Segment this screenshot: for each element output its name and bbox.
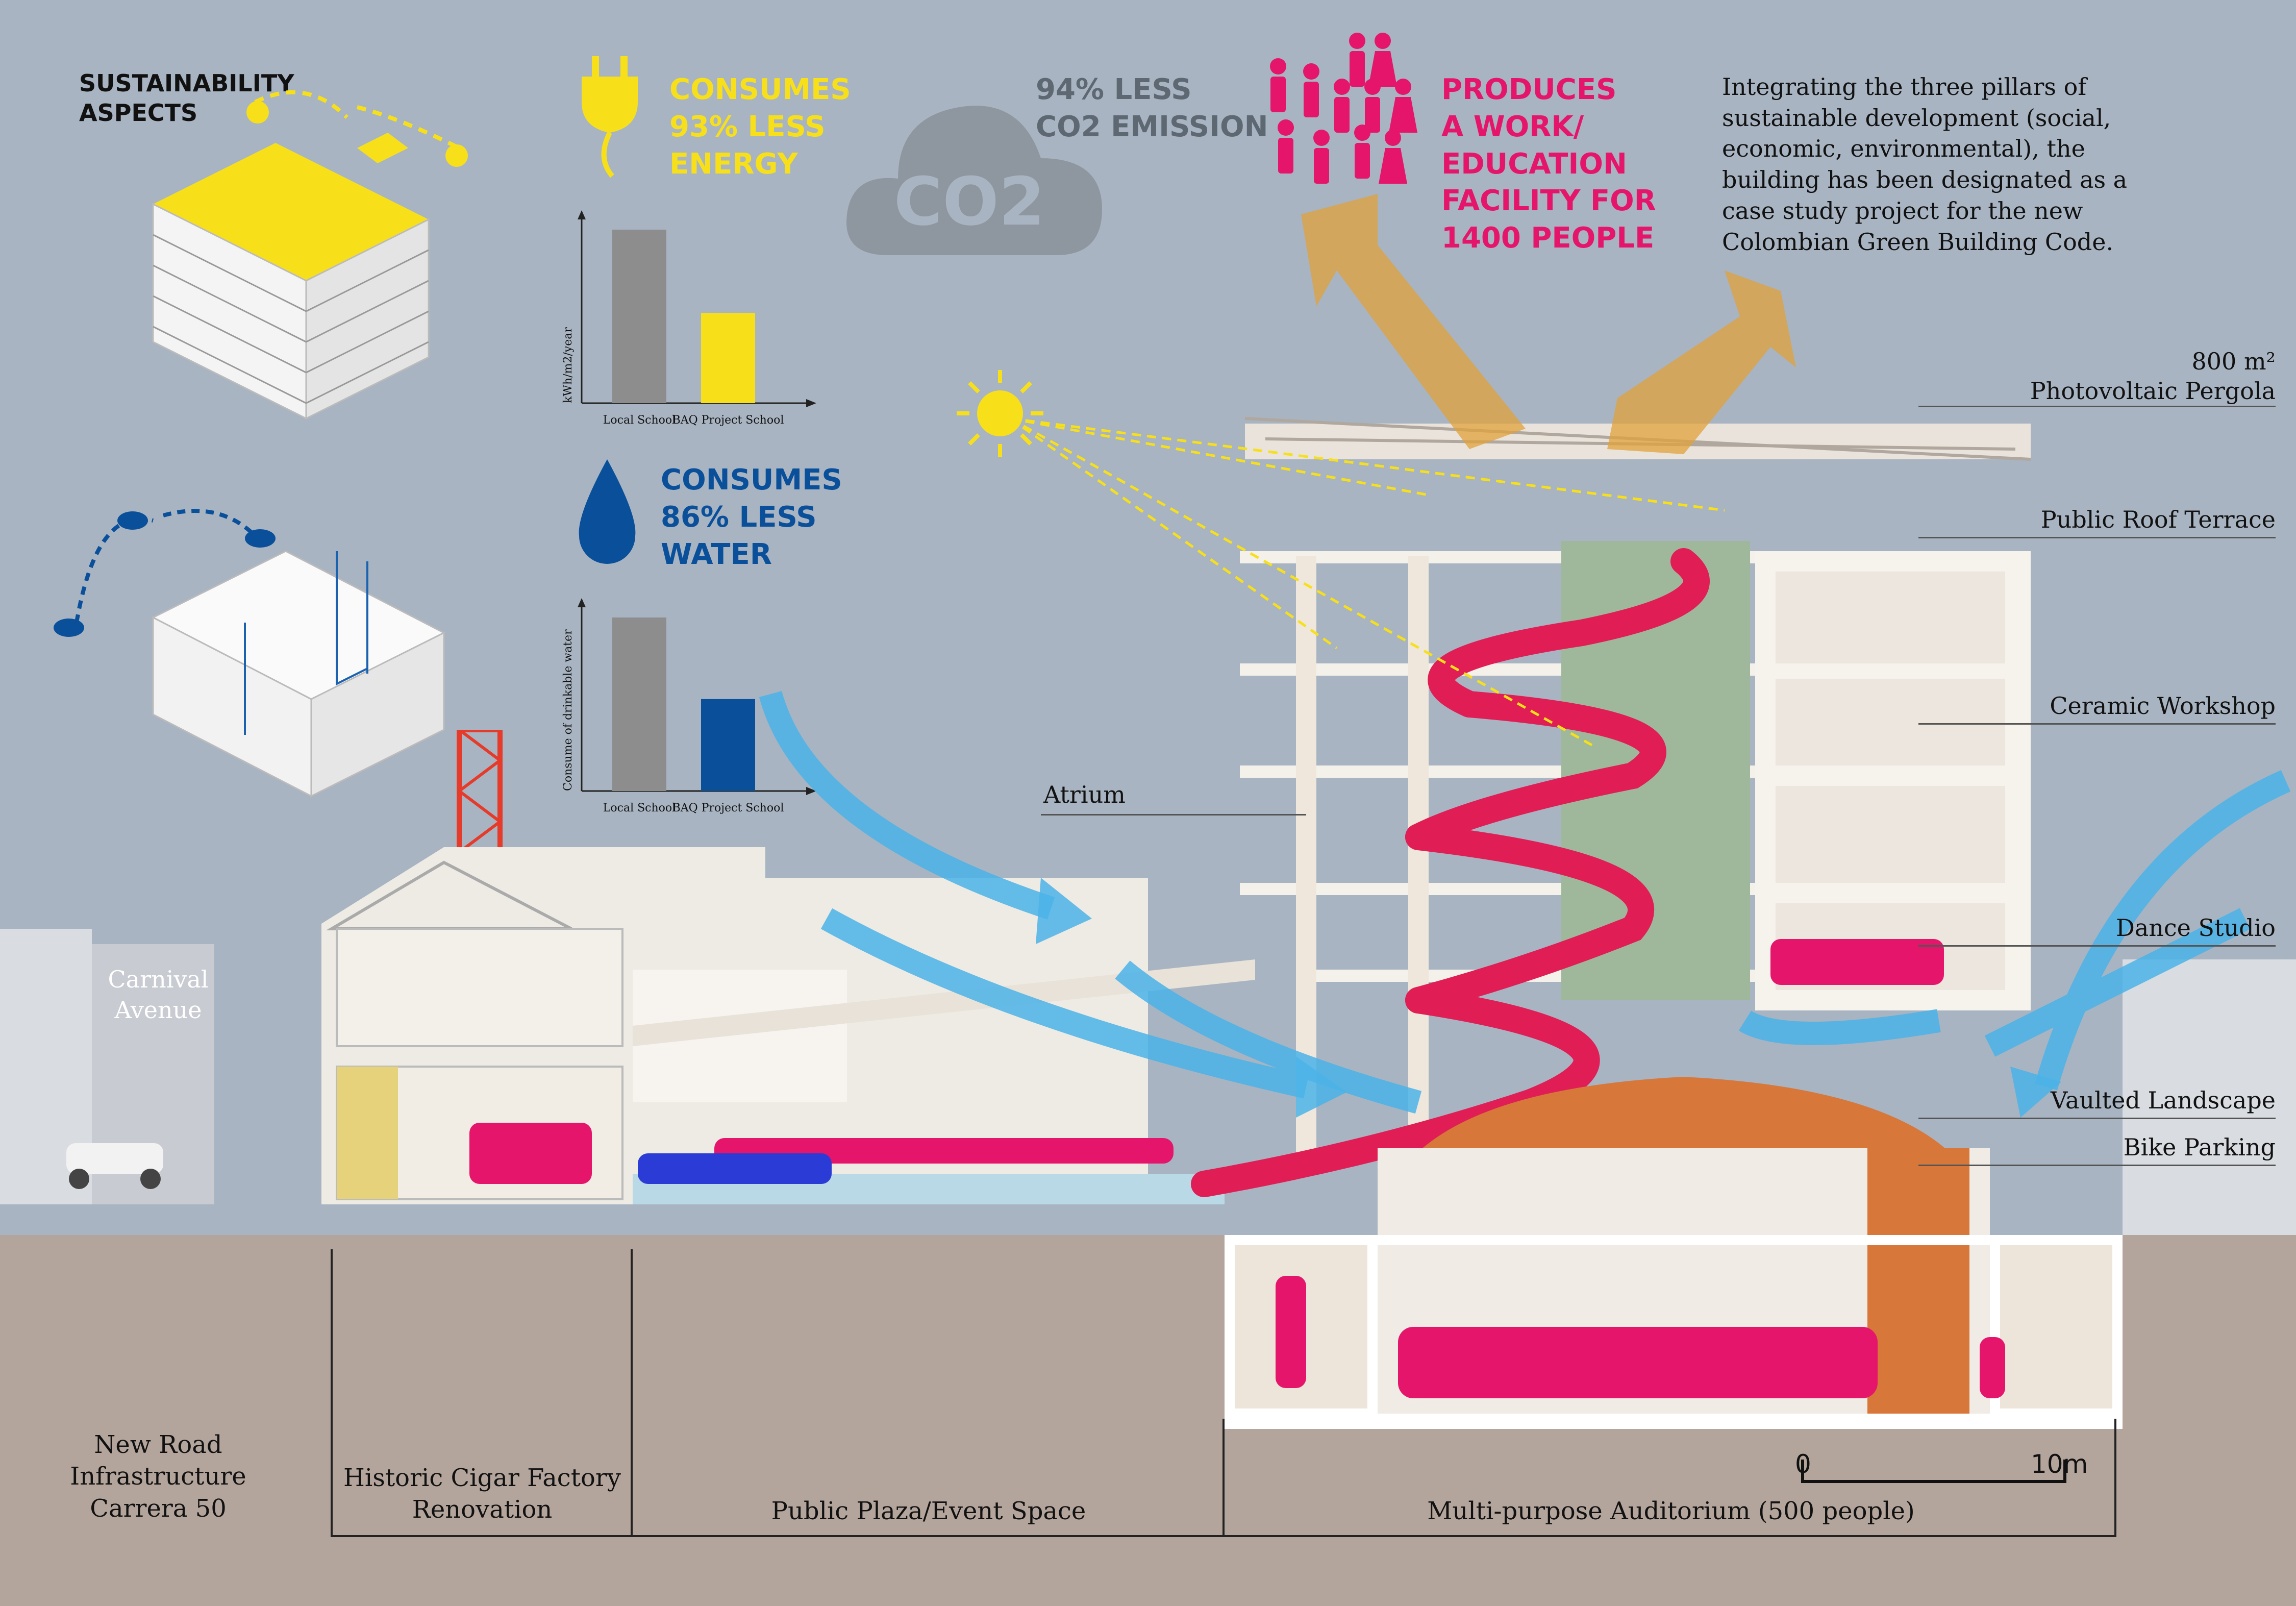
label-dance: Dance Studio — [2115, 914, 2276, 942]
social-headline: PRODUCES A WORK/ EDUCATION FACILITY FOR … — [1441, 73, 1656, 255]
bracket-divider-2 — [631, 1249, 633, 1537]
label-roof-terrace-line — [1918, 537, 2276, 538]
co2-cloud-icon: CO2 — [846, 106, 1102, 255]
bracket-divider-4 — [2114, 1419, 2116, 1537]
energy-bar-1 — [612, 230, 666, 403]
label-dance-line — [1918, 945, 2276, 947]
water-bar-1 — [612, 617, 666, 791]
label-ceramic: Ceramic Workshop — [2050, 692, 2276, 720]
scale-tick-start — [1801, 1460, 1804, 1483]
water-headline: CONSUMES 86% LESS WATER — [661, 463, 842, 571]
sun-icon — [957, 370, 1043, 457]
label-vaulted-line — [1918, 1118, 2276, 1119]
emission-headline: 94% LESS CO2 EMISSION — [1036, 73, 1268, 143]
energy-y-axis-label: kWh/m2/year — [562, 327, 575, 403]
intro-text: Integrating the three pillars of sustain… — [1722, 73, 2128, 256]
label-ceramic-line — [1918, 723, 2276, 725]
water-bar-2 — [701, 699, 755, 791]
energy-bar-chart: kWh/m2/year Local School BAQ Project Sch… — [562, 210, 816, 427]
water-y-axis-label: Consume of drinkable water — [562, 629, 575, 791]
label-vaulted: Vaulted Landscape — [2050, 1086, 2276, 1114]
bracket-divider-3 — [1222, 1419, 1225, 1537]
label-bike: Bike Parking — [2123, 1133, 2276, 1161]
scale-end: 10m — [2031, 1449, 2088, 1479]
label-pergola-line — [1918, 406, 2276, 407]
label-carnival: Carnival Avenue — [108, 966, 209, 1024]
plug-icon — [582, 56, 638, 178]
label-atrium: Atrium — [1043, 781, 1126, 808]
energy-x-label-2: BAQ Project School — [672, 414, 784, 427]
people-icon — [1270, 33, 1417, 184]
water-building-diagram — [54, 509, 446, 798]
label-plaza: Public Plaza/Event Space — [771, 1497, 1086, 1525]
label-auditorium: Multi-purpose Auditorium (500 people) — [1427, 1497, 1915, 1525]
solar-building-diagram — [152, 90, 468, 420]
energy-x-label-1: Local School — [603, 414, 676, 427]
label-atrium-line — [1041, 814, 1306, 816]
energy-bar-2 — [701, 313, 755, 403]
sustainability-title: SUSTAINABILITY ASPECTS — [79, 69, 294, 127]
label-cigar: Historic Cigar Factory Renovation — [343, 1464, 621, 1524]
label-bike-line — [1918, 1165, 2276, 1166]
label-roof-terrace: Public Roof Terrace — [2040, 506, 2276, 533]
water-x-label-2: BAQ Project School — [672, 802, 784, 814]
water-bar-chart: Consume of drinkable water Local School … — [562, 598, 816, 814]
scale-tick-end — [2063, 1460, 2066, 1483]
co2-cloud-text: CO2 — [894, 163, 1045, 240]
bracket-divider-1 — [331, 1249, 333, 1537]
energy-headline: CONSUMES 93% LESS ENERGY — [669, 73, 851, 181]
water-x-label-1: Local School — [603, 802, 676, 814]
water-drop-icon — [579, 459, 636, 564]
label-pergola: 800 m² Photovoltaic Pergola — [2030, 348, 2276, 405]
scale-bar — [1801, 1480, 2066, 1483]
label-road: New Road Infrastructure Carrera 50 — [70, 1430, 246, 1523]
